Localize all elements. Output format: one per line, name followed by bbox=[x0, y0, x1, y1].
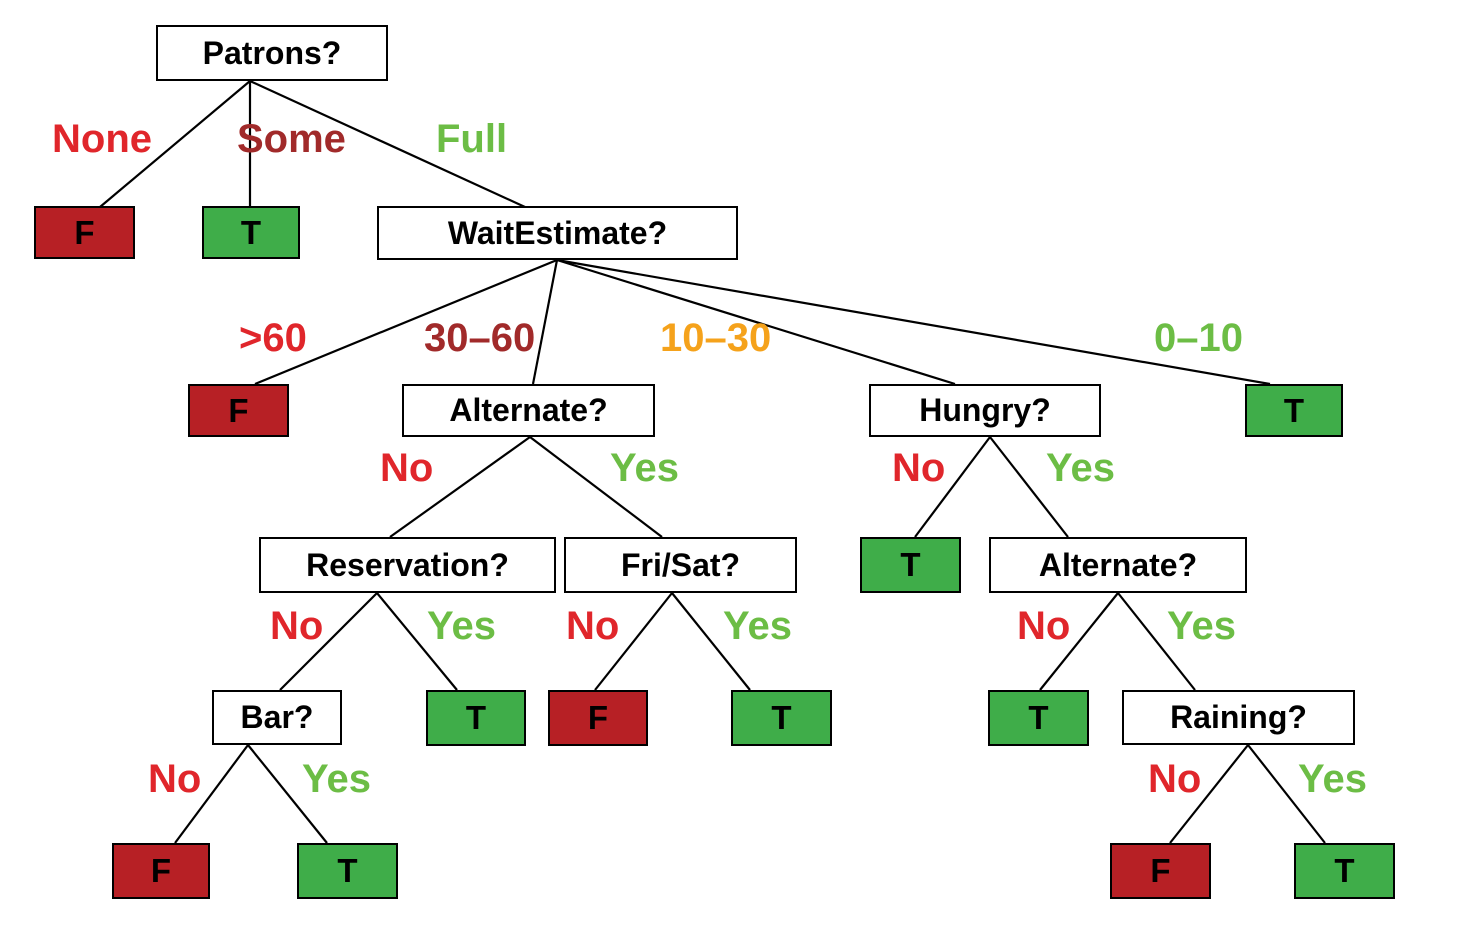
edge-reservation-no bbox=[279, 592, 378, 691]
edge-wait-10-30 bbox=[556, 258, 956, 386]
edge-alternate2-no bbox=[1039, 592, 1119, 691]
edge-label-no: No bbox=[380, 446, 434, 490]
edge-alternate2-yes bbox=[1117, 592, 1196, 691]
edge-frisat-no bbox=[594, 592, 673, 691]
edge-label-yes: Yes bbox=[1046, 446, 1115, 490]
node-alternate-2: Alternate? bbox=[989, 537, 1247, 593]
edge-label-full: Full bbox=[436, 117, 508, 161]
leaf-true: T bbox=[426, 690, 526, 746]
edge-label-some: Some bbox=[237, 117, 346, 161]
node-bar: Bar? bbox=[212, 690, 342, 745]
edge-label-none: None bbox=[52, 117, 152, 161]
edge-label-0-10: 0–10 bbox=[1154, 316, 1243, 360]
leaf-false: F bbox=[548, 690, 648, 746]
edge-reservation-yes bbox=[376, 592, 458, 691]
leaf-true: T bbox=[1294, 843, 1395, 899]
edge-label-no: No bbox=[1148, 757, 1202, 801]
edge-label-no: No bbox=[892, 446, 946, 490]
edge-label-yes: Yes bbox=[427, 604, 496, 648]
leaf-true: T bbox=[860, 537, 961, 593]
leaf-false: F bbox=[1110, 843, 1211, 899]
edge-hungry-no bbox=[914, 436, 991, 538]
edge-label-yes: Yes bbox=[1298, 757, 1367, 801]
edge-frisat-yes bbox=[671, 592, 751, 691]
edge-label-yes: Yes bbox=[723, 604, 792, 648]
edge-label-yes: Yes bbox=[610, 446, 679, 490]
edge-label-no: No bbox=[148, 757, 202, 801]
edge-patrons-none bbox=[99, 80, 251, 208]
leaf-false: F bbox=[34, 206, 135, 259]
leaf-true: T bbox=[731, 690, 832, 746]
edge-alternate1-yes bbox=[529, 436, 663, 538]
leaf-false: F bbox=[112, 843, 210, 899]
node-wait-estimate: WaitEstimate? bbox=[377, 206, 738, 260]
node-alternate-1: Alternate? bbox=[402, 384, 655, 437]
node-fri-sat: Fri/Sat? bbox=[564, 537, 797, 593]
edge-wait-over60 bbox=[254, 258, 558, 386]
edge-label-no: No bbox=[566, 604, 620, 648]
edge-bar-no bbox=[174, 744, 249, 844]
edge-wait-30-60 bbox=[531, 259, 559, 385]
node-reservation: Reservation? bbox=[259, 537, 556, 593]
edge-raining-yes bbox=[1247, 744, 1326, 844]
edge-label-yes: Yes bbox=[1167, 604, 1236, 648]
leaf-true: T bbox=[988, 690, 1089, 746]
leaf-false: F bbox=[188, 384, 289, 437]
edge-wait-0-10 bbox=[556, 258, 1271, 386]
edge-label-yes: Yes bbox=[302, 757, 371, 801]
node-raining: Raining? bbox=[1122, 690, 1355, 745]
edge-raining-no bbox=[1169, 744, 1249, 844]
edge-label-no: No bbox=[270, 604, 324, 648]
edge-bar-yes bbox=[247, 744, 328, 844]
node-patrons: Patrons? bbox=[156, 25, 388, 81]
edge-label-30-60: 30–60 bbox=[424, 316, 536, 360]
leaf-true: T bbox=[202, 206, 300, 259]
edge-hungry-yes bbox=[989, 436, 1069, 538]
edge-label-over-60: >60 bbox=[239, 316, 307, 360]
edge-label-10-30: 10–30 bbox=[660, 316, 772, 360]
node-hungry: Hungry? bbox=[869, 384, 1101, 437]
edge-label-no: No bbox=[1017, 604, 1071, 648]
edge-patrons-full bbox=[249, 79, 526, 209]
leaf-true: T bbox=[297, 843, 398, 899]
edge-alternate1-no bbox=[389, 436, 531, 538]
leaf-true: T bbox=[1245, 384, 1343, 437]
